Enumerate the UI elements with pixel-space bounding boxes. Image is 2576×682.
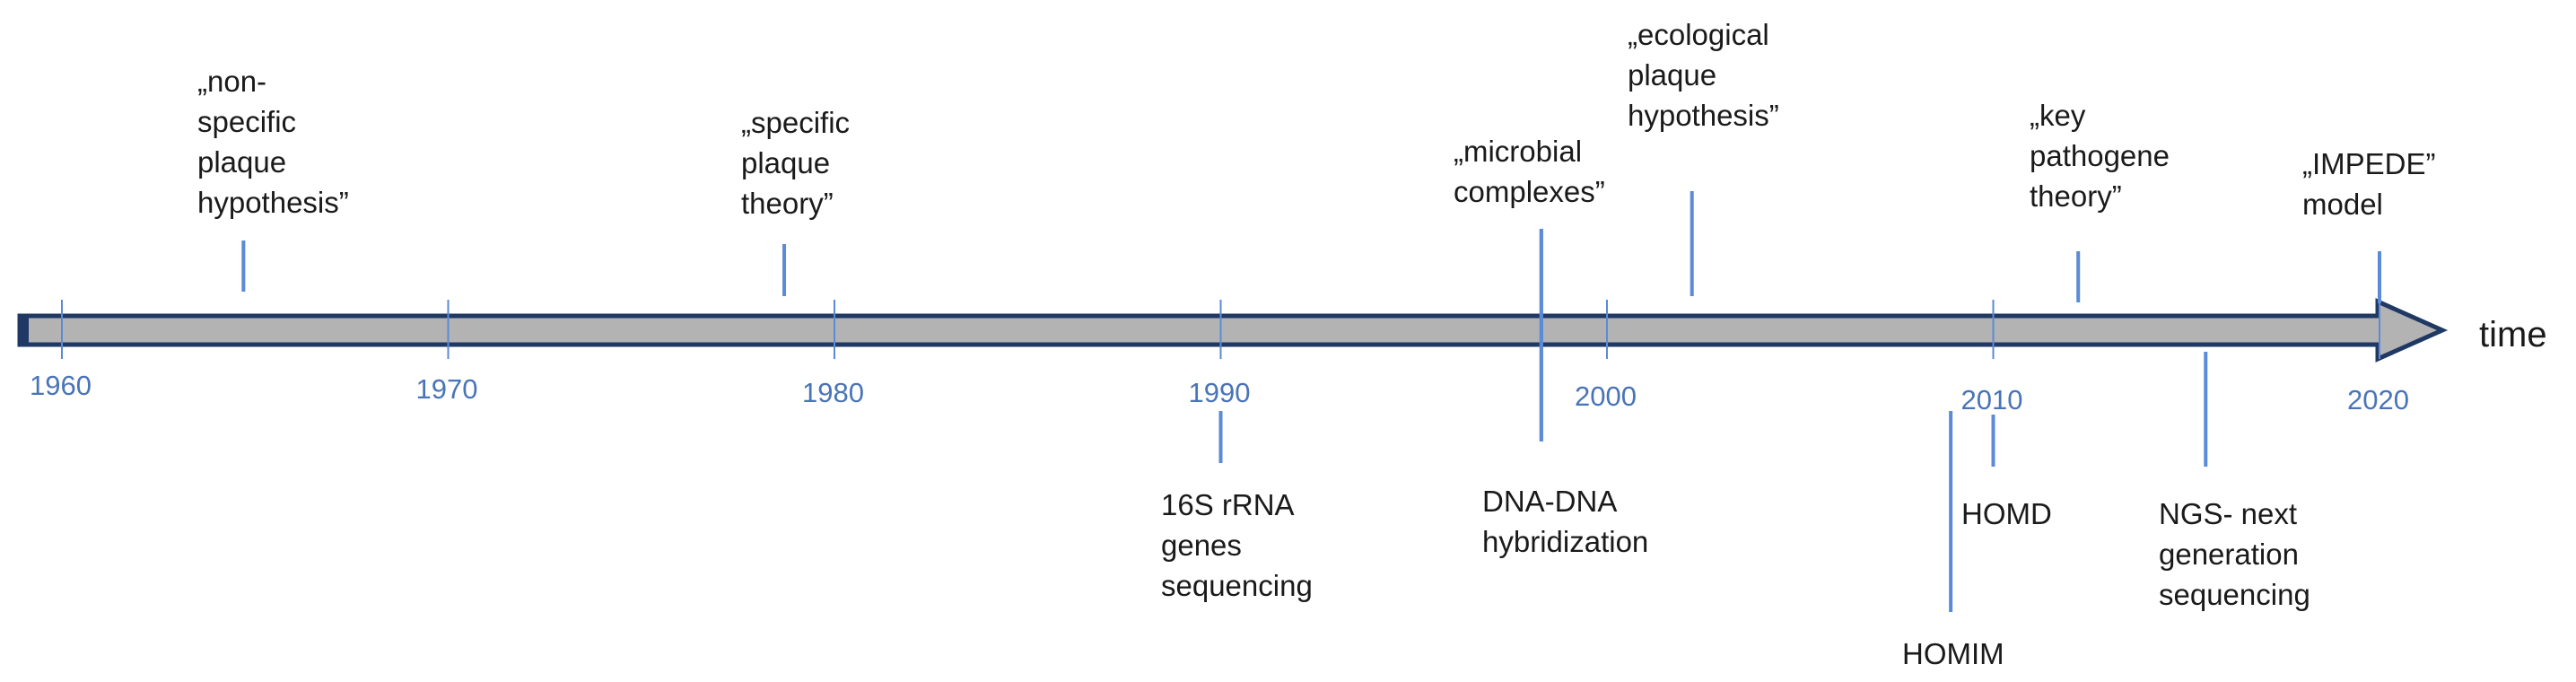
event-label-below-0: 16S rRNA genes sequencing xyxy=(1161,488,1313,602)
event-lines-layer xyxy=(241,191,2381,612)
year-label-2000: 2000 xyxy=(1575,380,1637,412)
ticks-layer xyxy=(61,300,2380,359)
event-label-below-3: HOMD xyxy=(1961,497,2052,530)
event-label-below-1: DNA-DNA hybridization xyxy=(1482,485,1649,558)
event-label-above-5: „IMPEDE” model xyxy=(2302,147,2436,221)
event-label-above-0: „non- specific plaque hypothesis” xyxy=(197,65,349,219)
year-label-1960: 1960 xyxy=(30,370,92,401)
year-label-1980: 1980 xyxy=(802,377,864,408)
year-label-1990: 1990 xyxy=(1188,377,1251,408)
event-label-below-4: NGS- next generation sequencing xyxy=(2159,497,2310,611)
year-label-2020: 2020 xyxy=(2347,384,2409,415)
event-label-above-4: „key pathogene theory” xyxy=(2030,99,2170,213)
year-label-2010: 2010 xyxy=(1960,384,2023,415)
year-label-1970: 1970 xyxy=(415,373,478,405)
event-label-above-2: „microbial complexes” xyxy=(1454,135,1605,208)
timeline-arrow xyxy=(17,298,2449,363)
event-label-above-1: „specific plaque theory” xyxy=(741,106,851,220)
event-label-below-2: HOMIM xyxy=(1902,637,2004,670)
event-label-above-3: „ecological plaque hypothesis” xyxy=(1628,18,1779,132)
time-axis-label: time xyxy=(2479,315,2547,354)
